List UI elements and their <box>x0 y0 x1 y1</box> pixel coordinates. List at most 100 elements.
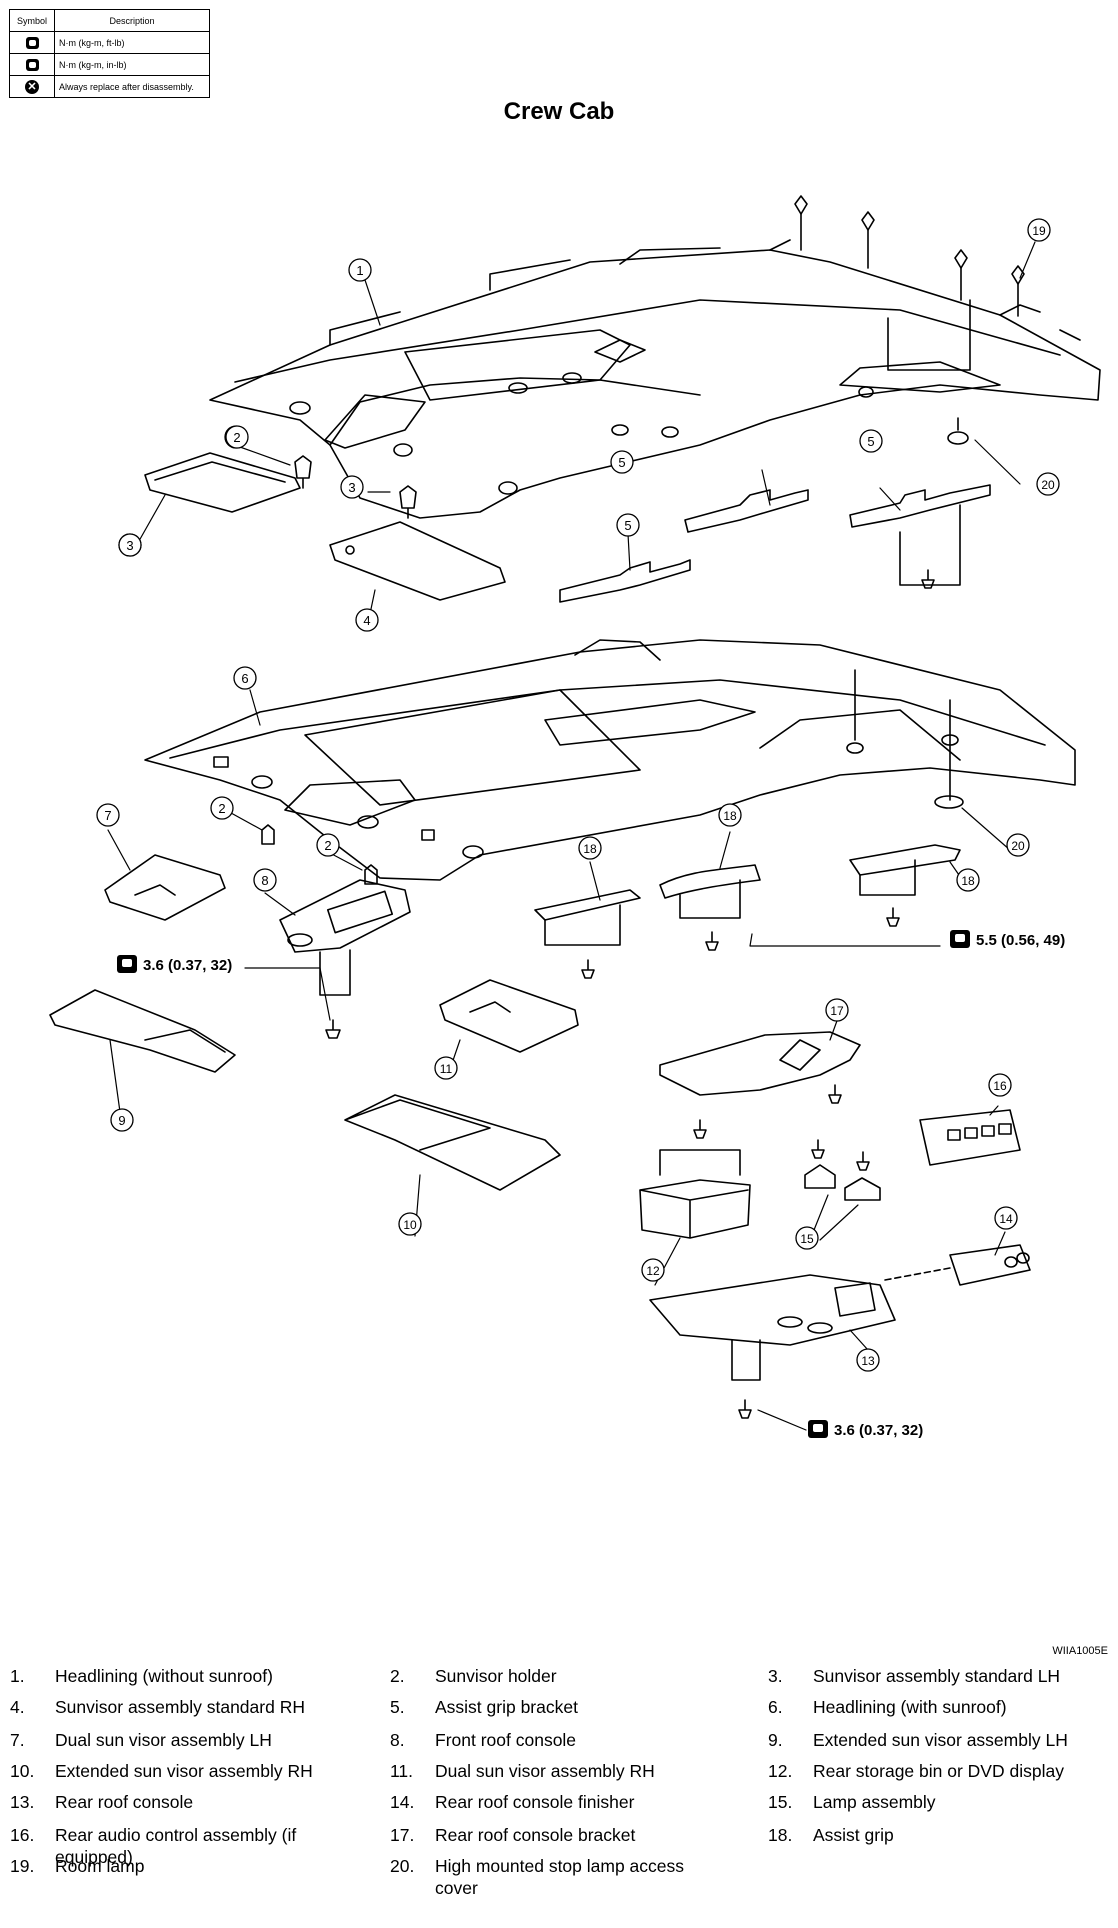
part-label: High mounted stop lamp access cover <box>435 1856 685 1898</box>
callout-1: 1 <box>348 258 372 282</box>
callout-number: 5 <box>618 455 625 470</box>
callout-20: 20 <box>1036 472 1060 496</box>
part-label: Rear roof console finisher <box>435 1792 635 1812</box>
callout-2: 2 <box>225 425 249 449</box>
callout-number: 11 <box>440 1062 453 1076</box>
part-number: 1. <box>10 1666 25 1686</box>
part-label: Room lamp <box>55 1856 145 1876</box>
dual-sun-visor-lh <box>104 854 226 921</box>
part-number: 10. <box>10 1761 35 1781</box>
assist-grip <box>534 844 961 979</box>
guide-line <box>887 299 971 371</box>
rear-roof-console-finisher <box>949 1244 1031 1286</box>
part-number: 4. <box>10 1697 25 1717</box>
callout-2: 2 <box>316 833 340 857</box>
callout-10: 10 <box>398 1212 422 1236</box>
sunvisor-holder <box>294 455 312 489</box>
part-number: 20. <box>390 1856 415 1876</box>
diagram-title: Crew Cab <box>503 98 615 125</box>
callout-number: 4 <box>363 613 370 628</box>
callout-number: 12 <box>646 1264 660 1278</box>
part-label: Extended sun visor assembly LH <box>813 1730 1068 1750</box>
torque-spec-1: 3.6 (0.37, 32) <box>117 955 232 974</box>
screw <box>921 569 935 589</box>
assist-grip-bracket <box>559 484 991 603</box>
part-label: Lamp assembly <box>813 1792 936 1812</box>
rear-storage-bin <box>639 1119 751 1239</box>
callout-15: 15 <box>795 1226 819 1250</box>
part-number: 11. <box>390 1761 414 1781</box>
part-number: 3. <box>768 1666 783 1686</box>
part-number: 16. <box>10 1825 35 1845</box>
callout-number: 13 <box>861 1354 875 1368</box>
callout-2: 2 <box>210 796 234 820</box>
callout-14: 14 <box>994 1206 1018 1230</box>
part-number: 8. <box>390 1730 405 1750</box>
rear-roof-console-bracket <box>659 1031 861 1096</box>
headlining-without-sunroof <box>209 239 1101 519</box>
callout-18: 18 <box>578 836 602 860</box>
lamp-assembly <box>804 1139 881 1201</box>
sunvisor-holder <box>261 824 275 845</box>
part-number: 19. <box>10 1856 35 1876</box>
stop-lamp-access-cover <box>947 417 969 445</box>
figure-reference: WIIA1005E <box>1052 1645 1108 1657</box>
part-label: Extended sun visor assembly RH <box>55 1761 313 1781</box>
part-label: Rear roof console <box>55 1792 194 1812</box>
callout-9: 9 <box>110 1108 134 1132</box>
room-lamp-clips <box>794 195 1025 317</box>
callout-number: 2 <box>218 801 225 816</box>
stop-lamp-access-cover <box>934 795 964 809</box>
part-label: Headlining (with sunroof) <box>813 1697 1007 1717</box>
callout-number: 18 <box>961 874 975 888</box>
screw <box>325 1019 341 1039</box>
callout-number: 17 <box>830 1004 844 1018</box>
callout-6: 6 <box>233 666 257 690</box>
torque-spec-2: 5.5 (0.56, 49) <box>950 930 1065 949</box>
callout-number: 9 <box>118 1113 125 1128</box>
part-label: Dual sun visor assembly RH <box>435 1761 655 1781</box>
torque-value: 3.6 (0.37, 32) <box>143 957 232 974</box>
callout-number: 14 <box>999 1212 1013 1226</box>
callout-leaders <box>107 241 1036 1431</box>
guide-line <box>884 1267 951 1281</box>
symbol-legend-table: Symbol Description N·m (kg-m, ft-lb) N·m… <box>9 9 210 98</box>
guide-line <box>854 669 951 801</box>
part-label: Front roof console <box>435 1730 577 1750</box>
part-number: 15. <box>768 1792 793 1812</box>
bracket-guide-line <box>899 504 961 586</box>
callout-number: 1 <box>356 263 363 278</box>
part-label: Sunvisor holder <box>435 1666 557 1686</box>
callout-number: 20 <box>1041 478 1055 492</box>
callout-number: 2 <box>324 838 331 853</box>
front-roof-console <box>279 879 411 996</box>
callout-8: 8 <box>253 868 277 892</box>
part-number: 6. <box>768 1697 783 1717</box>
torque-nm-kgm-ftlb-icon <box>25 36 39 49</box>
rear-audio-control-assembly <box>919 1109 1021 1166</box>
callout-17: 17 <box>825 998 849 1022</box>
torque-value: 5.5 (0.56, 49) <box>976 932 1065 949</box>
headlining-with-sunroof <box>144 639 1076 881</box>
part-label: Sunvisor assembly standard LH <box>813 1666 1061 1686</box>
callout-5: 5 <box>610 450 634 474</box>
callout-13: 13 <box>856 1348 880 1372</box>
callout-number: 20 <box>1011 839 1025 853</box>
callout-3: 3 <box>118 533 142 557</box>
callout-number: 15 <box>800 1232 814 1246</box>
always-replace-icon: ✕ <box>25 79 39 94</box>
callout-number: 3 <box>348 480 355 495</box>
rear-roof-console <box>649 1274 896 1419</box>
callout-number: 2 <box>233 430 240 445</box>
callout-12: 12 <box>641 1258 665 1282</box>
part-label: Dual sun visor assembly LH <box>55 1730 272 1750</box>
part-label: Headlining (without sunroof) <box>55 1666 273 1686</box>
callout-number: 16 <box>993 1079 1007 1093</box>
callout-19: 19 <box>1027 218 1051 242</box>
sunvisor-holder <box>399 485 417 519</box>
screw <box>828 1084 842 1104</box>
callout-18: 18 <box>718 803 742 827</box>
callout-18: 18 <box>956 868 980 892</box>
torque-value: 3.6 (0.37, 32) <box>834 1422 923 1439</box>
